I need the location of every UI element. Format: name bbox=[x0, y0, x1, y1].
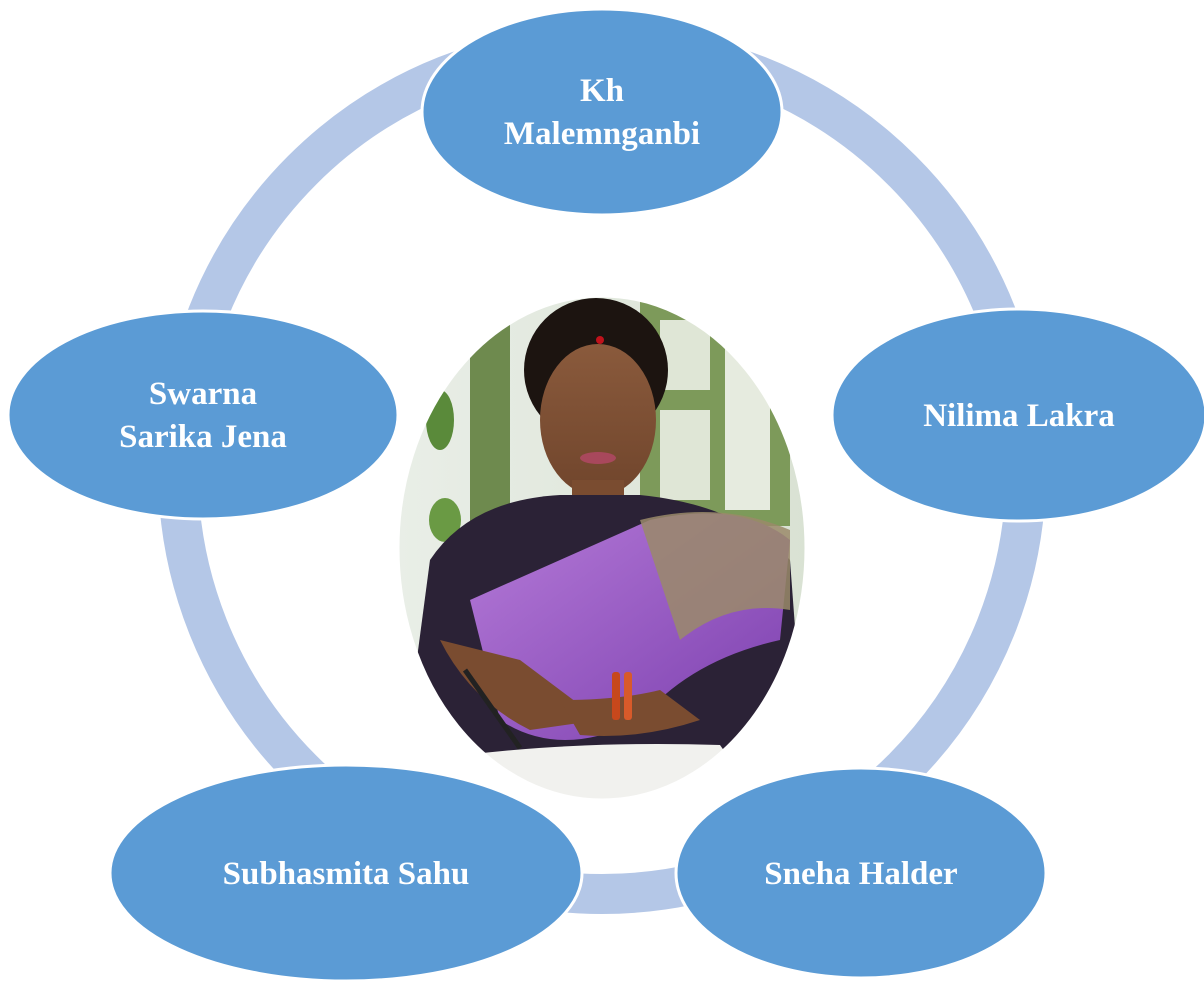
node-ellipse bbox=[830, 307, 1204, 523]
node-ellipse bbox=[6, 309, 400, 521]
node-label-line: Nilima Lakra bbox=[923, 398, 1115, 434]
node-label-line: Malemnganbi bbox=[504, 116, 700, 152]
cycle-node-bottom-right: Sneha Halder bbox=[674, 766, 1048, 980]
cycle-node-bottom-left: Subhasmita Sahu bbox=[108, 763, 584, 983]
cycle-node-left: Swarna Sarika Jena bbox=[6, 309, 400, 521]
node-label-line: Sneha Halder bbox=[764, 856, 957, 892]
node-ellipse bbox=[674, 766, 1048, 980]
node-ellipse bbox=[108, 763, 584, 983]
node-label-line: Kh bbox=[580, 73, 624, 109]
node-label-line: Swarna bbox=[149, 376, 257, 412]
cycle-node-right: Nilima Lakra bbox=[830, 307, 1204, 523]
cycle-node-top: Kh Malemnganbi bbox=[420, 7, 784, 217]
node-ellipse bbox=[420, 7, 784, 217]
node-label-line: Subhasmita Sahu bbox=[223, 856, 470, 892]
center-portrait bbox=[398, 296, 806, 800]
portrait-frame bbox=[396, 294, 808, 802]
node-label-line: Sarika Jena bbox=[119, 419, 287, 455]
